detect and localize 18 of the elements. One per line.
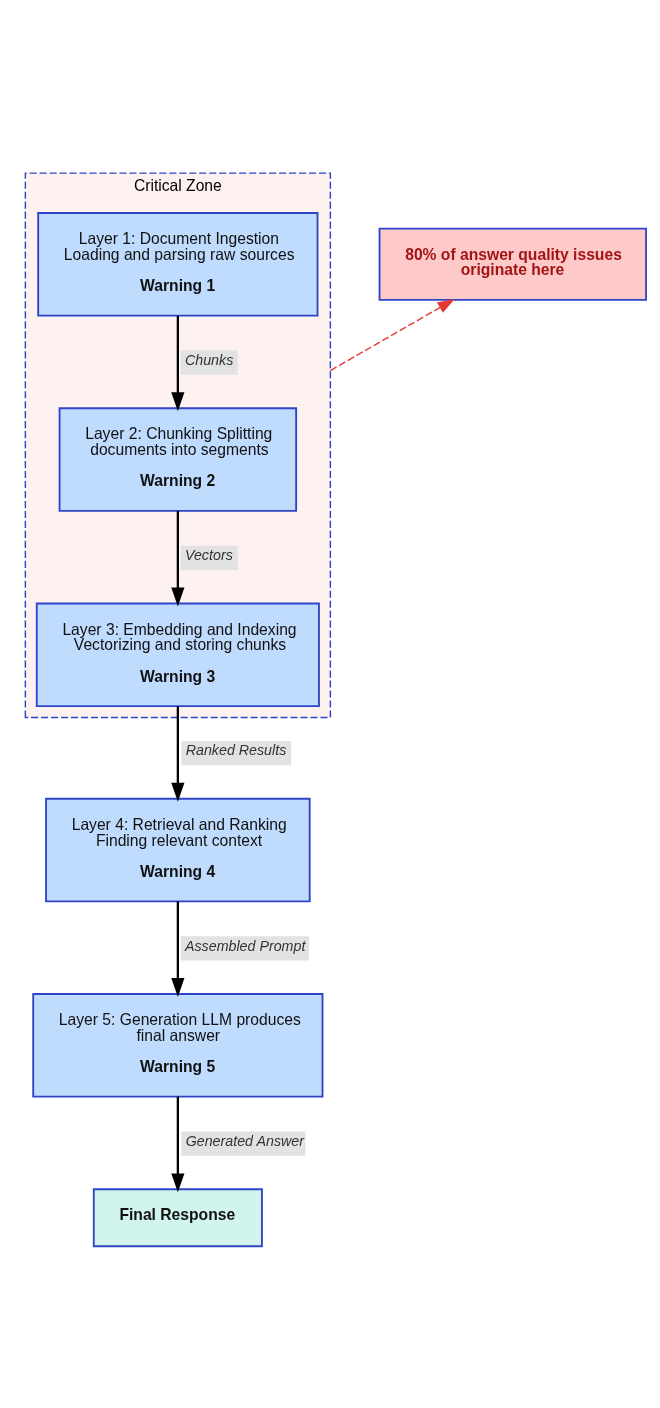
edge-label: Ranked Results <box>185 742 287 759</box>
arrow <box>171 511 185 607</box>
node-box: Layer 5: Generation LLM produces final answer Warning 5 <box>32 993 324 1098</box>
arrow <box>171 315 185 412</box>
edge-label: Chunks <box>184 351 234 368</box>
node-box: 80% of answer quality issues originate here <box>378 227 647 301</box>
node-box: Layer 4: Retrieval and Ranking Finding relevant context Warning 4 <box>45 797 311 903</box>
edge-label: Vectors <box>184 547 233 564</box>
arrow <box>329 299 455 372</box>
arrow <box>171 1096 185 1193</box>
node-box: Layer 2: Chunking Splitting documents into segments Warning 2 <box>58 407 298 512</box>
node-box: Layer 1: Document Ingestion Loading and parsing raw sources Warning 1 <box>37 212 319 317</box>
node-box: Layer 3: Embedding and Indexing Vectorizing and storing chunks Warning 3 <box>35 602 320 708</box>
arrow <box>171 901 185 997</box>
edge-label: Generated Answer <box>185 1132 304 1149</box>
node-box: Final Response <box>92 1188 263 1248</box>
arrow <box>171 706 185 802</box>
edge-label: Assembled Prompt <box>184 937 306 954</box>
